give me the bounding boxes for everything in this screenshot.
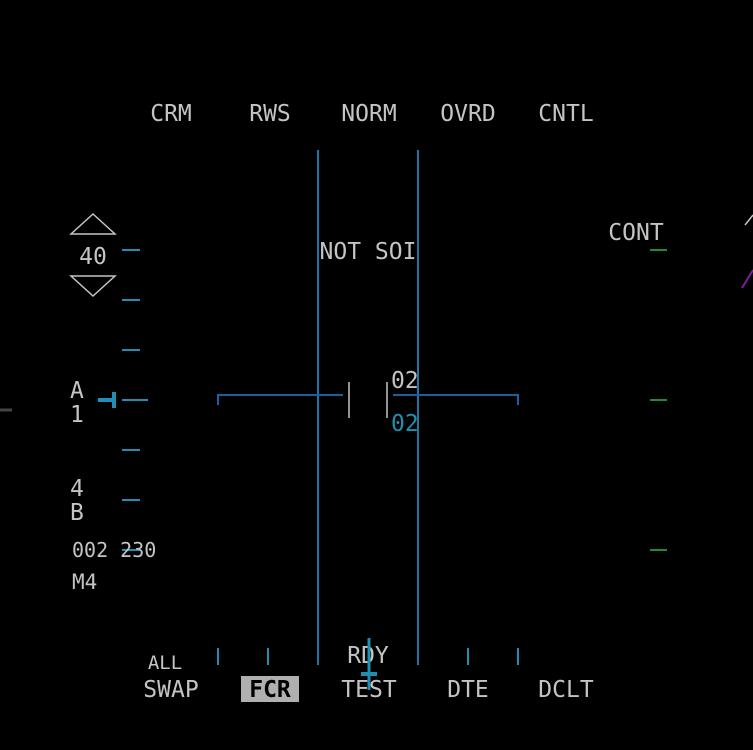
range-scale-ticks [122, 249, 148, 551]
osb-fcr[interactable]: FCR [249, 677, 291, 703]
range-down-arrow-icon[interactable] [69, 275, 117, 298]
azimuth-a-label[interactable]: A [70, 378, 84, 404]
cursor-alt-upper: 02 [391, 368, 419, 394]
partial-arrow-icon [744, 214, 753, 226]
osb-dte[interactable]: DTE [447, 677, 489, 703]
mode-label: M4 [72, 570, 97, 594]
right-scale-ticks [650, 249, 667, 551]
cursor-bars [348, 382, 388, 418]
horizon-line [217, 394, 519, 405]
cont-label[interactable]: CONT [608, 220, 664, 246]
partial-line [741, 269, 753, 289]
bar-value[interactable]: 4 [70, 476, 84, 502]
osb-dclt[interactable]: DCLT [538, 677, 594, 703]
readout: 002 230 [72, 538, 156, 562]
bottom-ticks [217, 648, 519, 665]
osb-all: ALL [148, 652, 182, 674]
osb-cntl[interactable]: CNTL [538, 101, 593, 127]
range-up-arrow-icon[interactable] [69, 212, 117, 235]
osb-rws[interactable]: RWS [249, 101, 291, 127]
cursor-alt-lower: 02 [391, 411, 419, 437]
bar-b-label: B [70, 500, 84, 526]
azimuth-value: 1 [70, 402, 84, 428]
osb-swap[interactable]: SWAP [143, 677, 198, 703]
scan-marker-icon [98, 392, 116, 408]
osb-crm[interactable]: CRM [150, 101, 192, 127]
fcr-highlight [241, 676, 299, 702]
acquisition-cursor-lines [317, 150, 419, 665]
osb-ovrd[interactable]: OVRD [440, 101, 495, 127]
soi-status: NOT SOI [320, 239, 417, 265]
range-value: 40 [79, 244, 107, 270]
osb-norm[interactable]: NORM [341, 101, 396, 127]
antenna-elevation-marker-icon [361, 638, 377, 690]
